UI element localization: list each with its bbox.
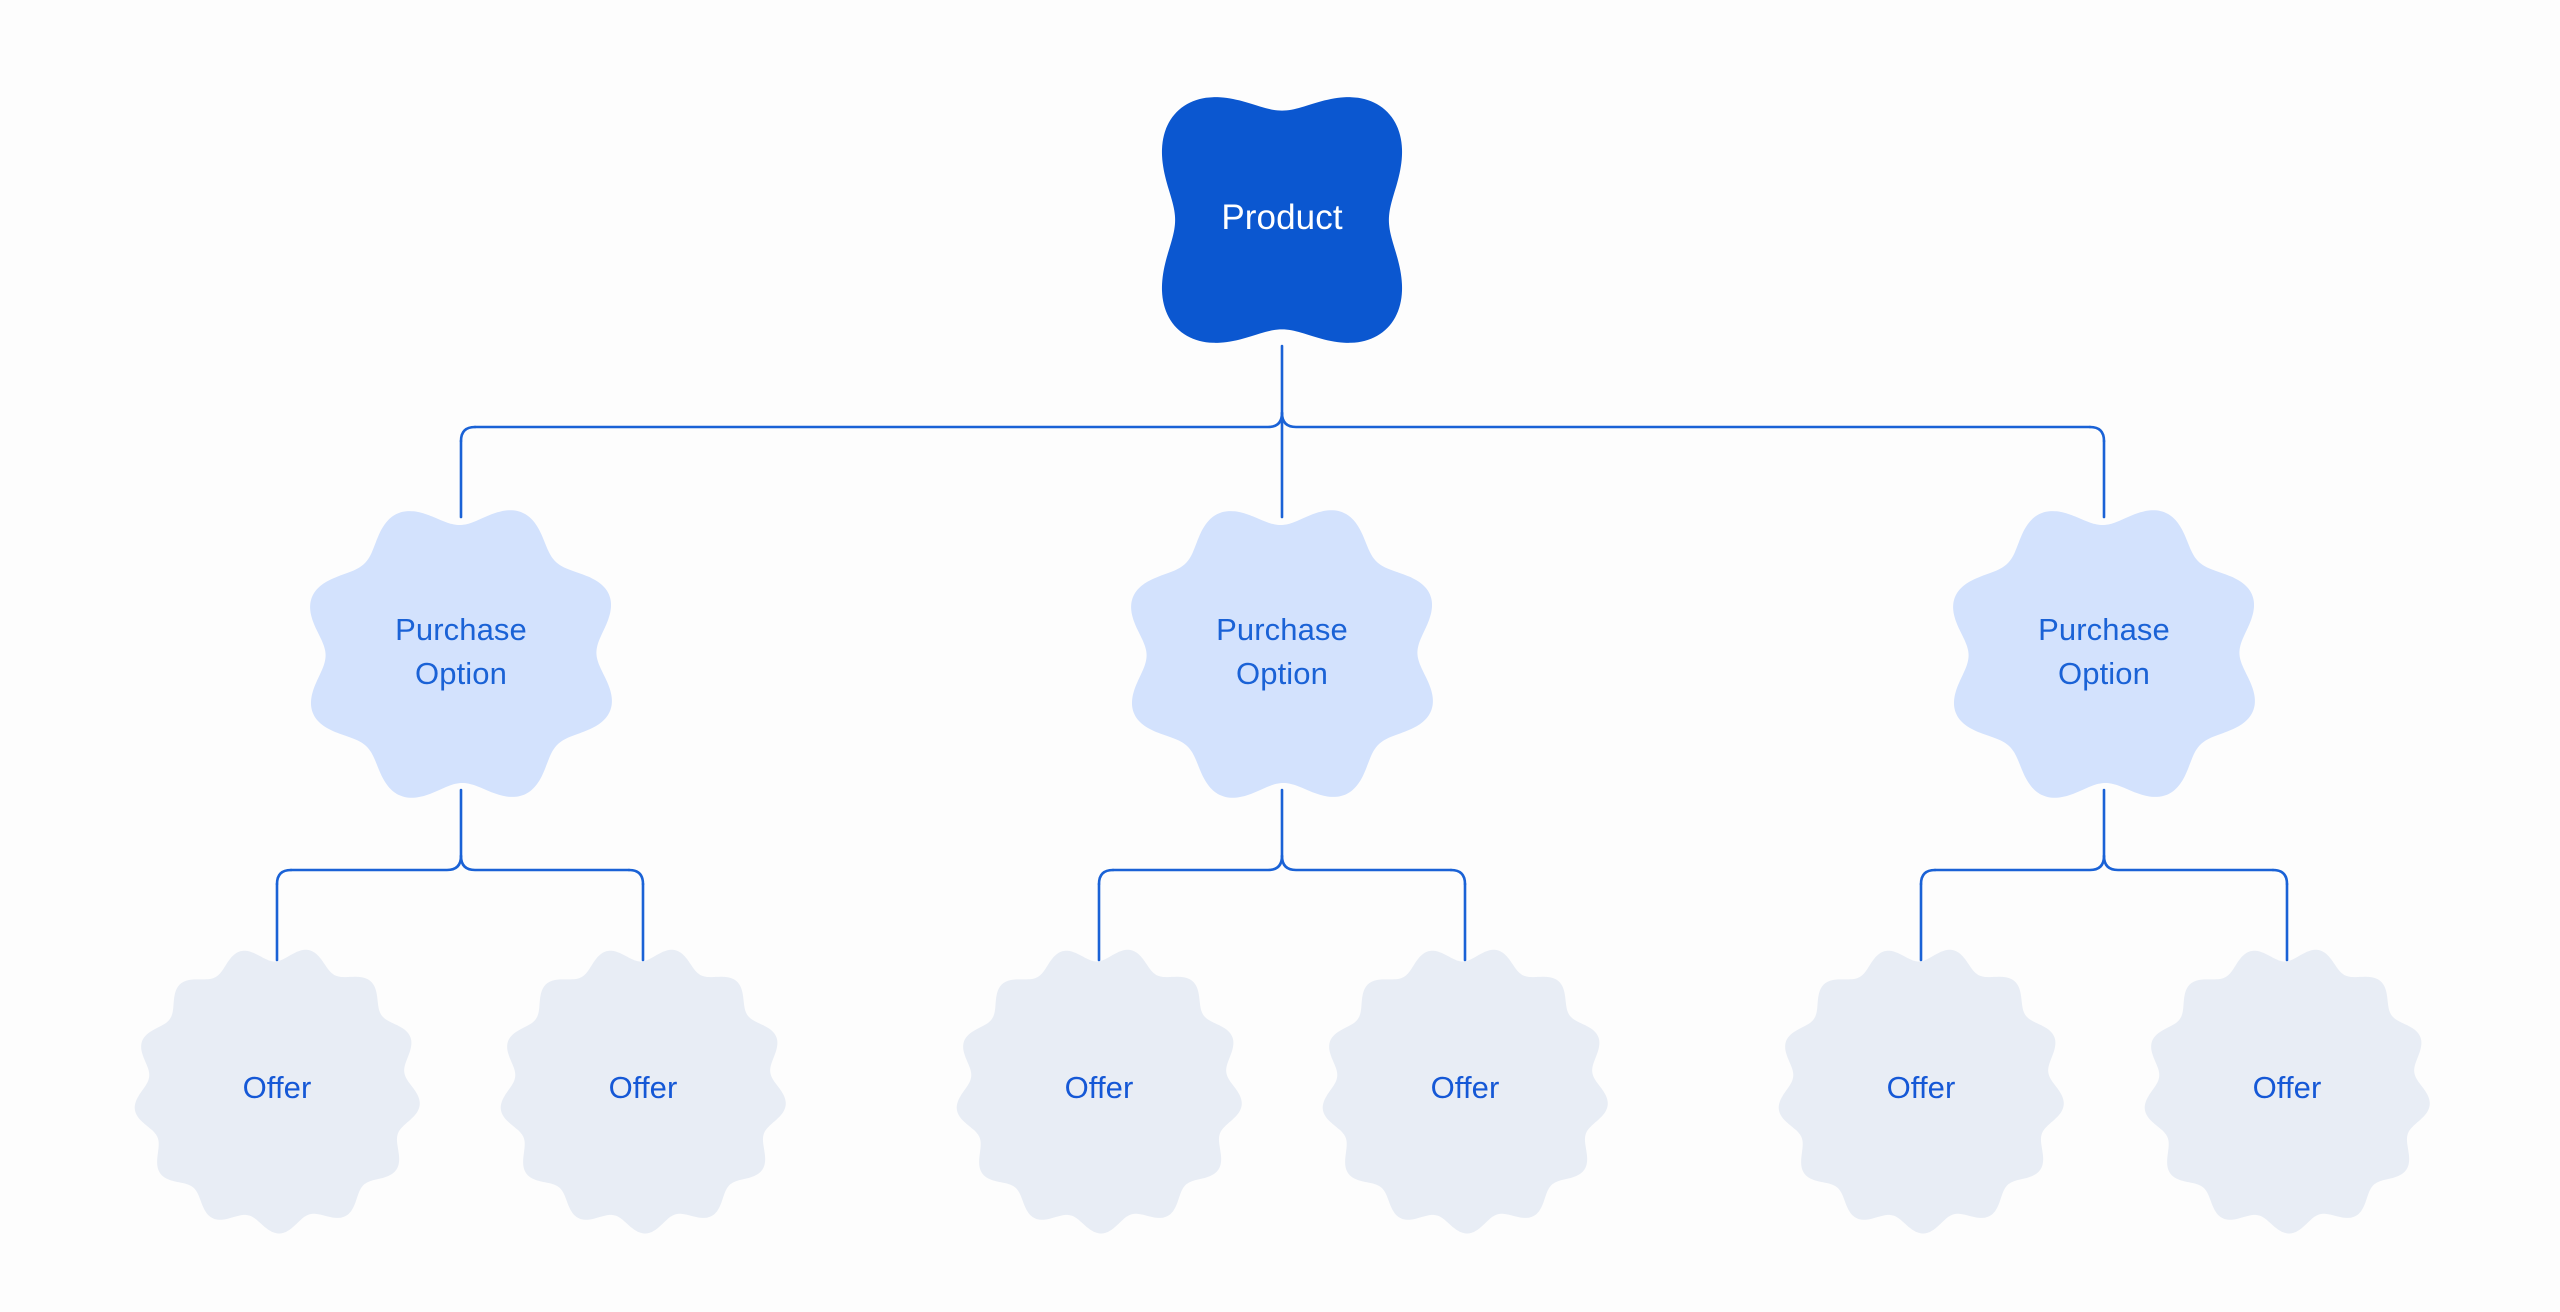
connector-level2-1-corner-right [627,868,645,886]
connector-level1-corner-left [459,425,477,443]
node-offer-4-label-line: Offer [1431,1070,1500,1105]
node-offer-6-shape[interactable] [2144,949,2430,1234]
node-product-shape[interactable] [1161,97,1403,343]
connector-level1-bar-right [1280,411,2092,429]
connector-level2-3-corner-right [2271,868,2289,886]
connectors-layer [275,344,2289,962]
connector-level2-3-corner-left [1919,868,1937,886]
connector-level2-1-bar-left [289,854,463,872]
node-purchase-option-3-label-line: Option [2058,656,2150,691]
connector-level2-2-bar-right [1280,854,1453,872]
node-offer-3-label: Offer [1065,1070,1134,1105]
connector-level2-1-bar-right [459,854,631,872]
node-purchase-option-1-shape[interactable] [310,510,612,798]
node-product-label-line: Product [1221,198,1342,237]
node-offer-2-label-line: Offer [609,1070,678,1105]
connector-level2-1-corner-left [275,868,293,886]
node-offer-6-label: Offer [2253,1070,2322,1105]
node-offer-1-shape[interactable] [134,949,420,1234]
connector-level2-2-bar-left [1111,854,1284,872]
node-purchase-option-3-shape[interactable] [1953,510,2255,798]
node-offer-5-label: Offer [1887,1070,1956,1105]
node-offer-2[interactable]: Offer [500,949,786,1234]
node-purchase-option-3-label-line: Purchase [2038,612,2170,647]
node-offer-5-label-line: Offer [1887,1070,1956,1105]
node-offer-5[interactable]: Offer [1778,949,2064,1234]
node-purchase-option-1-label-line: Purchase [395,612,527,647]
node-offer-3[interactable]: Offer [956,949,1242,1234]
node-product-label: Product [1221,198,1342,237]
node-offer-4-label: Offer [1431,1070,1500,1105]
node-offer-1[interactable]: Offer [134,949,420,1234]
node-offer-3-shape[interactable] [956,949,1242,1234]
connector-level2-3-bar-right [2102,854,2275,872]
node-offer-6[interactable]: Offer [2144,949,2430,1234]
node-purchase-option-2-shape[interactable] [1131,510,1433,798]
node-offer-5-shape[interactable] [1778,949,2064,1234]
connector-level1-bar-left [473,411,1284,429]
node-purchase-option-2-label-line: Purchase [1216,612,1348,647]
node-offer-2-shape[interactable] [500,949,786,1234]
connector-level2-2-corner-left [1097,868,1115,886]
node-offer-1-label-line: Offer [243,1070,312,1105]
node-offer-2-label: Offer [609,1070,678,1105]
connector-level2-2-corner-right [1449,868,1467,886]
node-offer-1-label: Offer [243,1070,312,1105]
node-offer-3-label-line: Offer [1065,1070,1134,1105]
node-offer-4[interactable]: Offer [1322,949,1608,1234]
node-offer-4-shape[interactable] [1322,949,1608,1234]
node-product[interactable]: Product [1161,97,1403,343]
node-offer-6-label-line: Offer [2253,1070,2322,1105]
node-purchase-option-2-label-line: Option [1236,656,1328,691]
connector-level2-3-bar-left [1933,854,2106,872]
node-purchase-option-1-label-line: Option [415,656,507,691]
connector-level1-corner-right [2088,425,2106,443]
